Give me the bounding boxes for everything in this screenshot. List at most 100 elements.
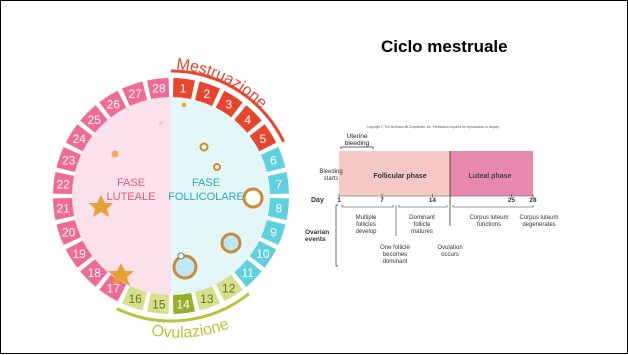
follicle-illustrations (89, 102, 264, 286)
ovarian-events-bracket (335, 204, 338, 267)
ovulation-arc (116, 292, 250, 323)
dominant-follicle-line2: follicle (414, 222, 431, 228)
ovulating-follicle-icon (172, 254, 198, 280)
day-segment-14 (172, 292, 195, 314)
day-number-20: 20 (62, 225, 76, 239)
day-number-25: 25 (88, 113, 102, 127)
day-segment-20 (56, 219, 81, 246)
follicle-medium-icon (242, 187, 264, 209)
day-segment-10 (249, 240, 277, 268)
bleeding-starts-line2: starts (324, 176, 339, 182)
luteal-label-line2: LUTEALE (107, 191, 156, 203)
menstruation-arc (170, 69, 285, 143)
copyright-note: Copyright © The McGraw-Hill Companies, I… (367, 125, 500, 129)
day-segment-6 (261, 146, 286, 173)
day-number-23: 23 (62, 154, 76, 168)
day-segment-3 (215, 90, 243, 118)
day-number-27: 27 (128, 87, 142, 101)
dominant-follicle-line3: matures (411, 229, 433, 235)
multiple-follicles-line2: follicles (356, 222, 376, 228)
follicular-half-background (171, 97, 270, 295)
ovulation-occurs-line1: Ovulation (437, 245, 462, 251)
day-segment-25 (80, 105, 108, 133)
day-segment-12 (215, 274, 243, 302)
ovarian-events-line2: events (305, 236, 326, 243)
day-number-3: 3 (225, 98, 232, 112)
day-number-24: 24 (72, 132, 86, 146)
day-segment-16 (121, 286, 148, 311)
day-number-13: 13 (200, 292, 214, 306)
follicle-dot-icon (181, 102, 187, 108)
day-segment-15 (147, 292, 170, 314)
day-number-4: 4 (244, 113, 251, 127)
day-segment-19 (65, 240, 93, 268)
day-number-10: 10 (256, 247, 270, 261)
corpus-functions-bracket (452, 205, 534, 208)
day-number-6: 6 (270, 154, 277, 168)
day-number-9: 9 (270, 225, 277, 239)
ovarian-events-line1: Ovarian (305, 229, 329, 236)
uterine-bleeding-line2: bleeding (345, 140, 370, 147)
luteal-phase-label: Luteal phase (469, 173, 512, 180)
day-segment-28 (147, 78, 170, 100)
residual-dot-icon (159, 121, 163, 125)
day-number-5: 5 (260, 132, 267, 146)
multiple-follicles-bracket (341, 205, 394, 208)
one-follicle-line1: One follicle (380, 245, 410, 251)
day-axis-label: Day (311, 197, 324, 204)
corpus-degenerates-line2: degenerates (522, 222, 555, 228)
corpus-degenerates-line1: Corpus luteum (519, 215, 558, 221)
day-number-7: 7 (275, 177, 282, 191)
day-tick-label-1: 1 (337, 197, 341, 204)
day-segment-8 (267, 197, 289, 220)
follicle-small-icon (199, 142, 209, 152)
day-segment-2 (194, 81, 221, 106)
day-segment-26 (99, 90, 127, 118)
day-number-12: 12 (222, 281, 236, 295)
corpus-luteum-large-icon (108, 263, 134, 286)
day-number-16: 16 (128, 292, 142, 306)
day-segment-9 (261, 219, 286, 246)
day-segment-27 (121, 81, 148, 106)
luteal-phase-bar (450, 151, 533, 196)
day-segment-18 (80, 259, 108, 287)
follicle-large-icon (220, 232, 242, 254)
day-segment-23 (56, 146, 81, 173)
follicular-phase-label: Follicular phase (373, 173, 426, 180)
day-number-28: 28 (152, 82, 166, 96)
day-segment-7 (267, 172, 289, 195)
day-segment-24 (65, 124, 93, 152)
multiple-follicles-line1: Multiple (356, 215, 377, 221)
day-number-22: 22 (57, 177, 71, 191)
day-number-8: 8 (275, 202, 282, 216)
follicle-small-icon (213, 163, 221, 171)
day-segment-11 (234, 259, 262, 287)
follicular-phase-bar (339, 151, 450, 196)
ovulation-occurs-line2: occurs (441, 252, 459, 258)
slide-title: Ciclo mestruale (381, 37, 508, 56)
corpus-functions-line2: functions (477, 222, 501, 228)
day-number-2: 2 (203, 87, 210, 101)
follicular-label-line1: FASE (192, 177, 220, 189)
day-segment-13 (194, 286, 221, 311)
day-segment-1 (172, 78, 195, 100)
uterine-bleeding-line1: Uterine (347, 133, 368, 140)
day-segment-21 (53, 197, 75, 220)
multiple-follicles-line3: develop (355, 229, 377, 235)
luteal-half-background (72, 97, 171, 295)
dominant-follicle-bracket (398, 205, 448, 208)
day-tick-label-28: 28 (529, 197, 537, 204)
uterine-bleeding-bracket (340, 146, 374, 149)
day-number-11: 11 (241, 266, 254, 280)
bleeding-starts-line1: Bleeding (319, 169, 342, 175)
one-follicle-line2: becomes (383, 252, 407, 258)
one-follicle-line3: dominant (383, 259, 408, 265)
day-number-26: 26 (107, 98, 121, 112)
day-number-21: 21 (57, 202, 71, 216)
day-tick-label-7: 7 (380, 197, 384, 204)
day-number-1: 1 (180, 82, 187, 96)
day-tick-label-25: 25 (508, 197, 516, 204)
